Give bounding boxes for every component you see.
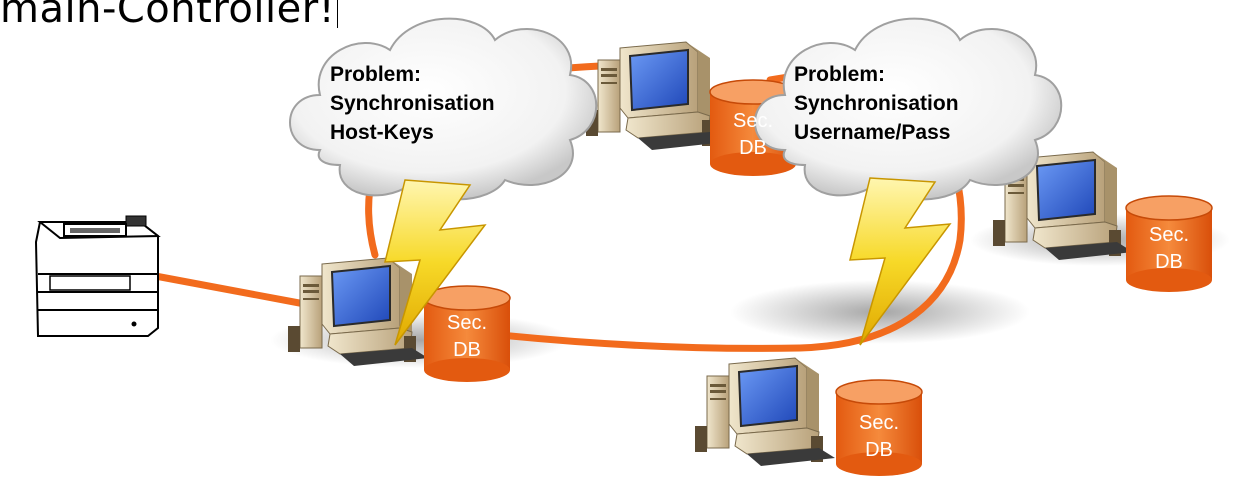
database-label: Sec. DB: [422, 310, 512, 364]
lightning-icon: [384, 179, 487, 346]
database-label: Sec. DB: [708, 108, 798, 162]
page-title: main-Controller!: [0, 0, 339, 32]
database-label-line: Sec.: [446, 312, 488, 334]
printer-icon: [34, 215, 161, 337]
database-label: Sec. DB: [1124, 222, 1214, 276]
database-label-line: DB: [739, 137, 767, 159]
cloud-line: Username/Pass: [794, 121, 951, 144]
connection-printer: [146, 271, 314, 309]
text-cursor: [337, 0, 339, 28]
database-label-line: DB: [453, 339, 481, 361]
lightning-icon: [849, 177, 952, 346]
cloud-line: Host-Keys: [330, 121, 434, 144]
cloud-line: Problem:: [330, 63, 422, 86]
page-title-text: main-Controller!: [0, 0, 336, 32]
database-label-line: DB: [865, 439, 893, 461]
cloud-line: Problem:: [794, 63, 886, 86]
cloud-icon: [289, 17, 598, 201]
database-label: Sec. DB: [834, 410, 924, 464]
cloud-line: Synchronisation: [330, 92, 495, 115]
cloud-line: Synchronisation: [794, 92, 959, 115]
database-label-line: DB: [1155, 251, 1183, 273]
database-label-line: Sec.: [1148, 224, 1190, 246]
cloud-icon: [754, 17, 1063, 201]
computer-icon: [585, 41, 727, 151]
database-label-line: Sec.: [732, 110, 774, 132]
database-label-line: Sec.: [858, 412, 900, 434]
connection-loop-right: [496, 116, 965, 352]
computer-icon: [694, 357, 836, 467]
